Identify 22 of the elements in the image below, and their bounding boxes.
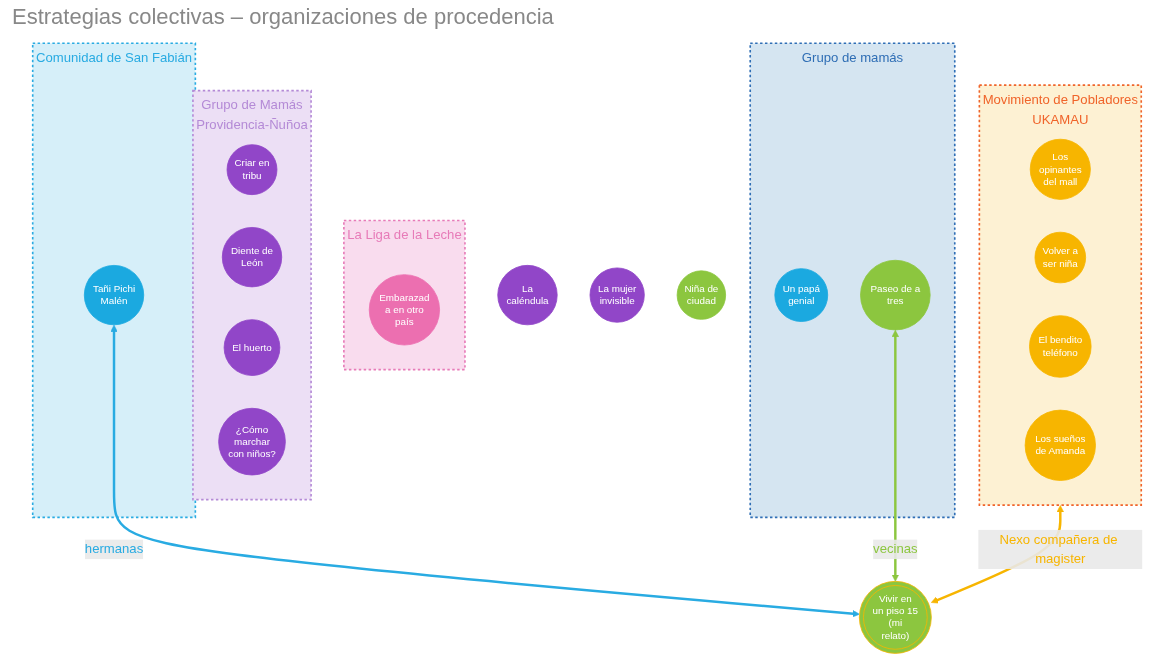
node-circle: Embarazad a en otro país [368, 274, 440, 346]
node-circle: Tañi Pichi Malén [83, 264, 145, 326]
node-circle: Paseo de a tres [860, 259, 931, 331]
node-circle: Niña de ciudad [676, 270, 727, 320]
node-circle: Un papá genial [774, 268, 829, 322]
edge-label: hermanas [84, 541, 144, 556]
node-circle: La mujer invisible [589, 267, 645, 323]
node-circle: Volver a ser niña [1034, 231, 1087, 284]
node-circle: La caléndula [497, 264, 558, 326]
node-circle: Vivir en un piso 15 (mi relato) [858, 580, 932, 654]
node-circle: Criar en tribu [226, 144, 278, 196]
node-circle: Los sueños de Amanda [1024, 409, 1096, 481]
edge-label: vecinas [873, 541, 918, 556]
edge-label: Nexo compañera de magister [999, 532, 1118, 566]
node-circle: El huerto [223, 319, 281, 376]
node-circle: ¿Cómo marchar con niños? [218, 407, 286, 476]
diagram-title: Estrategias colectivas – organizaciones de procedencia [12, 4, 554, 30]
node-circle: Los opinantes del mall [1029, 138, 1091, 200]
node-circle: Diente de León [221, 227, 283, 288]
arrow [110, 324, 860, 618]
arrow [891, 329, 899, 582]
node-circle: El bendito teléfono [1029, 315, 1092, 378]
